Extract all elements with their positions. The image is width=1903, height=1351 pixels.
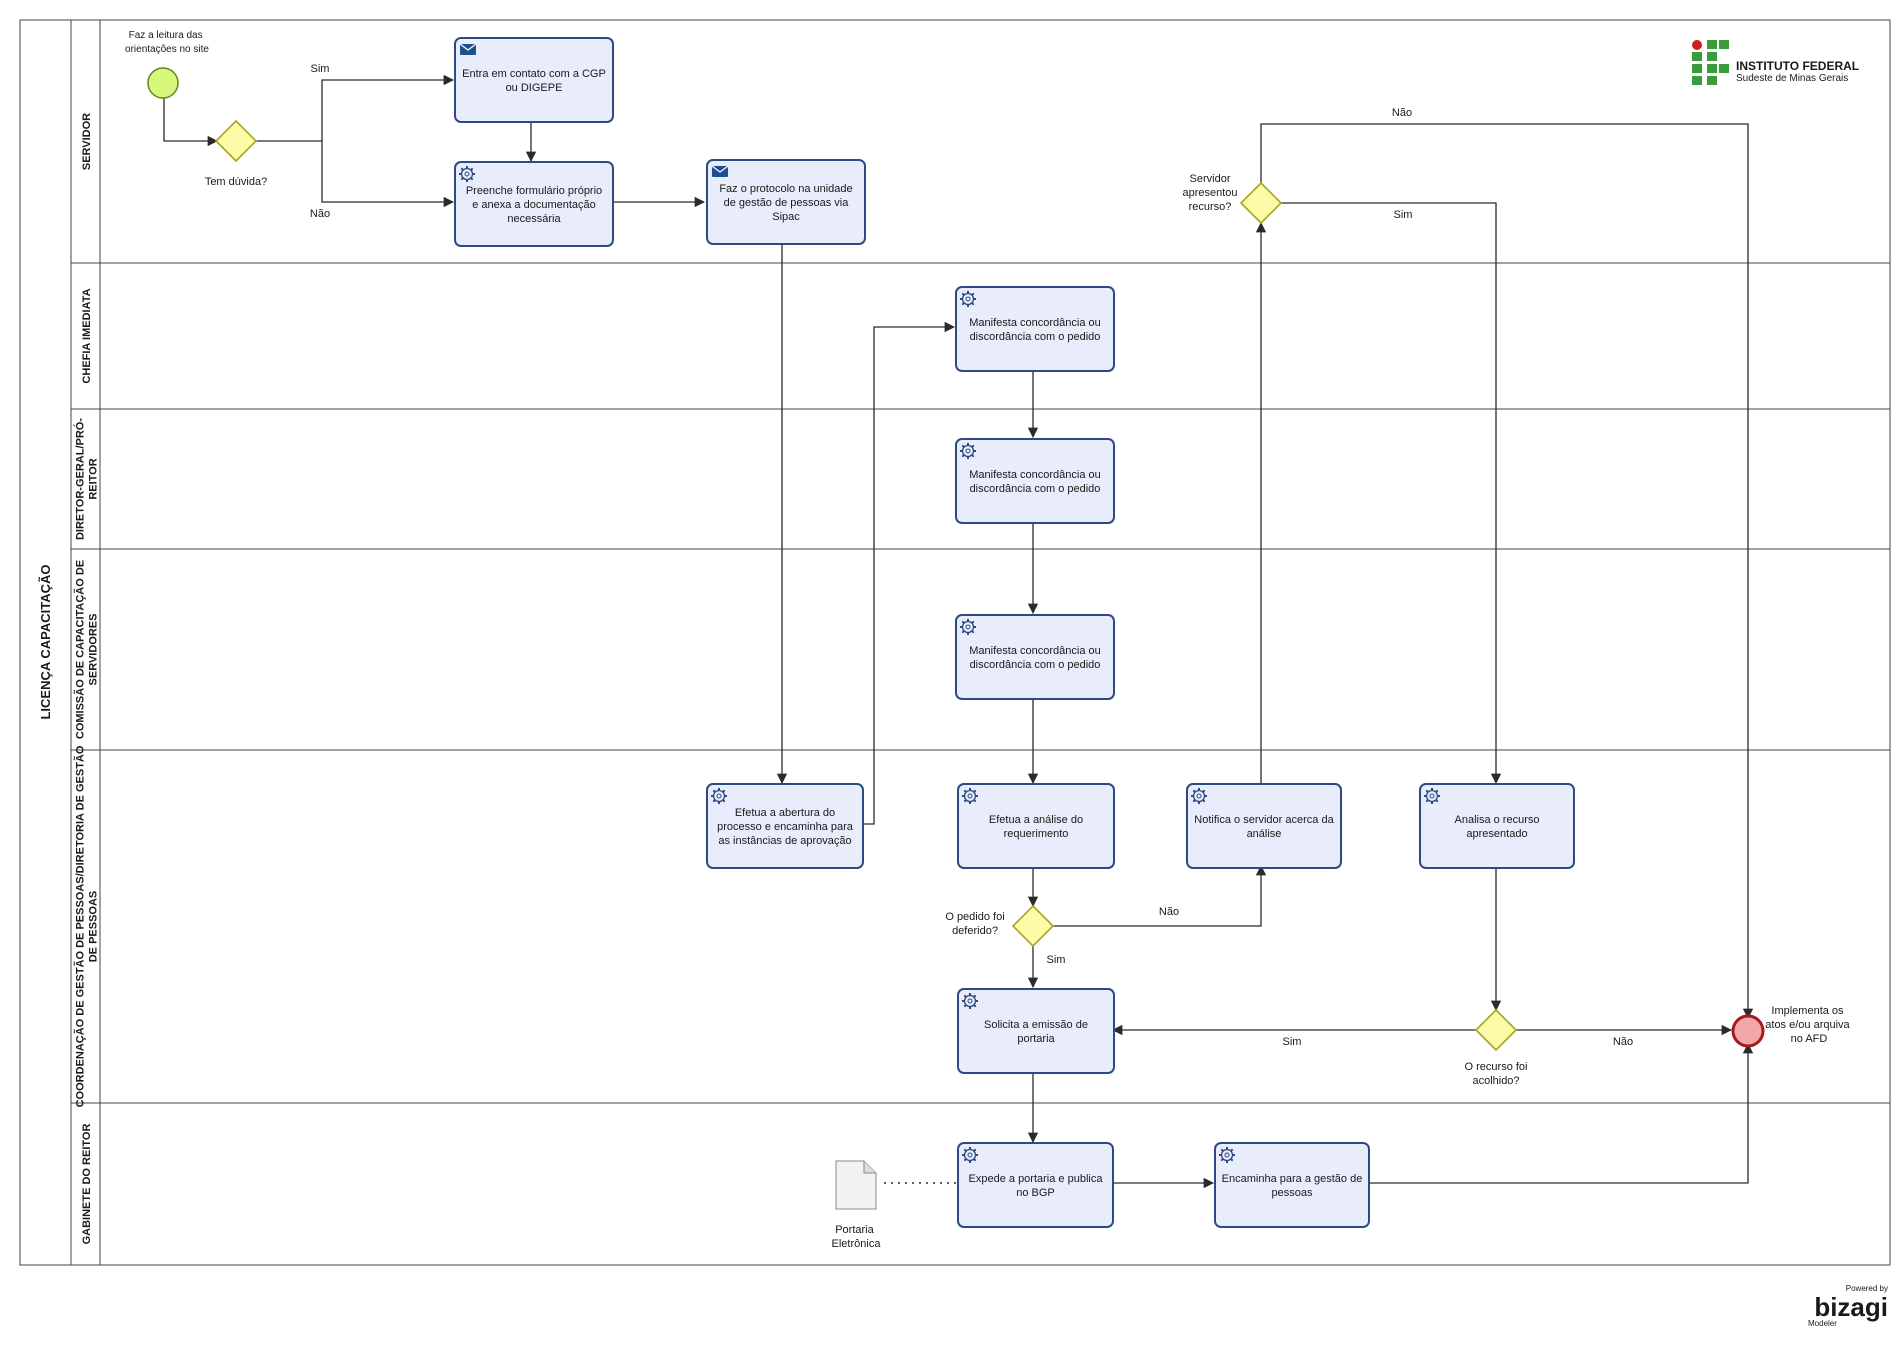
label-duvida-nao: Não: [310, 208, 330, 220]
watermark-brand: bizagi: [1814, 1292, 1888, 1322]
label-acolhido-sim: Sim: [1283, 1036, 1302, 1048]
bizagi-watermark: Powered by bizagi Modeler: [1808, 1284, 1888, 1328]
gear-icon: [960, 619, 976, 635]
gear-icon: [1219, 1147, 1235, 1163]
start-event-label: Faz a leitura das orientações no site: [125, 30, 209, 55]
envelope-icon: [459, 43, 477, 55]
flow-abertura-to-chefia: [861, 321, 956, 825]
logo-subtitle: Sudeste de Minas Gerais: [1736, 73, 1848, 84]
logo-red-dot: [1692, 40, 1702, 50]
pool-title: LICENÇA CAPACITAÇÃO: [38, 564, 53, 719]
flow-start-to-duvida: [163, 97, 219, 147]
lane-label-diretor: DIRETOR-GERAL/PRÓ-REITOR: [74, 418, 100, 540]
lane-labels: SERVIDOR CHEFIA IMEDIATA DIRETOR-GERAL/PRÓ…: [74, 113, 100, 1245]
flow-encaminha-to-end: [1367, 1042, 1754, 1184]
gear-icon: [1424, 788, 1440, 804]
start-event[interactable]: Faz a leitura das orientações no site: [125, 30, 209, 99]
label-deferido-sim: Sim: [1047, 954, 1066, 966]
gear-icon: [459, 166, 475, 182]
lane-label-comissao: COMISSÃO DE CAPACITAÇÃO DESERVIDORES: [74, 560, 100, 739]
label-acolhido-nao: Não: [1613, 1036, 1633, 1048]
gateway-label: Tem dúvida?: [205, 176, 267, 188]
end-event-label: Implementa os atos e/ou arquiva no AFD: [1765, 1005, 1852, 1045]
flow-recurso-apr-nao: [1260, 123, 1754, 1020]
institute-logo: INSTITUTO FEDERAL Sudeste de Minas Gerai…: [1692, 40, 1859, 85]
watermark-powered: Powered by: [1846, 1284, 1888, 1293]
end-event[interactable]: Implementa os atos e/ou arquiva no AFD: [1731, 1005, 1853, 1048]
document-artifact-label: Portaria Eletrônica: [832, 1224, 882, 1250]
lane-separators: [71, 262, 1890, 1104]
lane-label-cgp: COORDENAÇÃO DE GESTÃO DE PESSOAS/DIRETOR…: [74, 745, 100, 1107]
label-recurso-apr-sim: Sim: [1394, 209, 1413, 221]
lane-label-chefia: CHEFIA IMEDIATA: [81, 288, 93, 383]
gear-icon: [962, 1147, 978, 1163]
gear-icon: [960, 291, 976, 307]
gear-icon: [711, 788, 727, 804]
logo-title: INSTITUTO FEDERAL: [1736, 59, 1859, 73]
flow-duvida-sim: [256, 74, 455, 142]
gear-icon: [960, 443, 976, 459]
sequence-flows: [163, 74, 1754, 1189]
flow-recurso-apr-sim: [1281, 202, 1502, 785]
gateway-duvida[interactable]: Tem dúvida?: [205, 119, 267, 188]
gear-icon: [962, 993, 978, 1009]
flow-deferido-nao: [1053, 864, 1267, 927]
flow-labels: Sim Não Não Sim Não Sim Sim Não: [310, 63, 1633, 1048]
document-artifact[interactable]: Portaria Eletrônica: [832, 1160, 882, 1250]
lane-label-servidor: SERVIDOR: [81, 113, 93, 170]
flow-duvida-nao: [321, 141, 455, 208]
gear-icon: [962, 788, 978, 804]
label-duvida-sim: Sim: [311, 63, 330, 75]
gear-icon: [1191, 788, 1207, 804]
label-deferido-nao: Não: [1159, 906, 1179, 918]
lane-label-gabinete: GABINETE DO REITOR: [81, 1124, 93, 1245]
watermark-product: Modeler: [1808, 1319, 1837, 1328]
label-recurso-apr-nao: Não: [1392, 107, 1412, 119]
envelope-icon: [711, 165, 729, 177]
